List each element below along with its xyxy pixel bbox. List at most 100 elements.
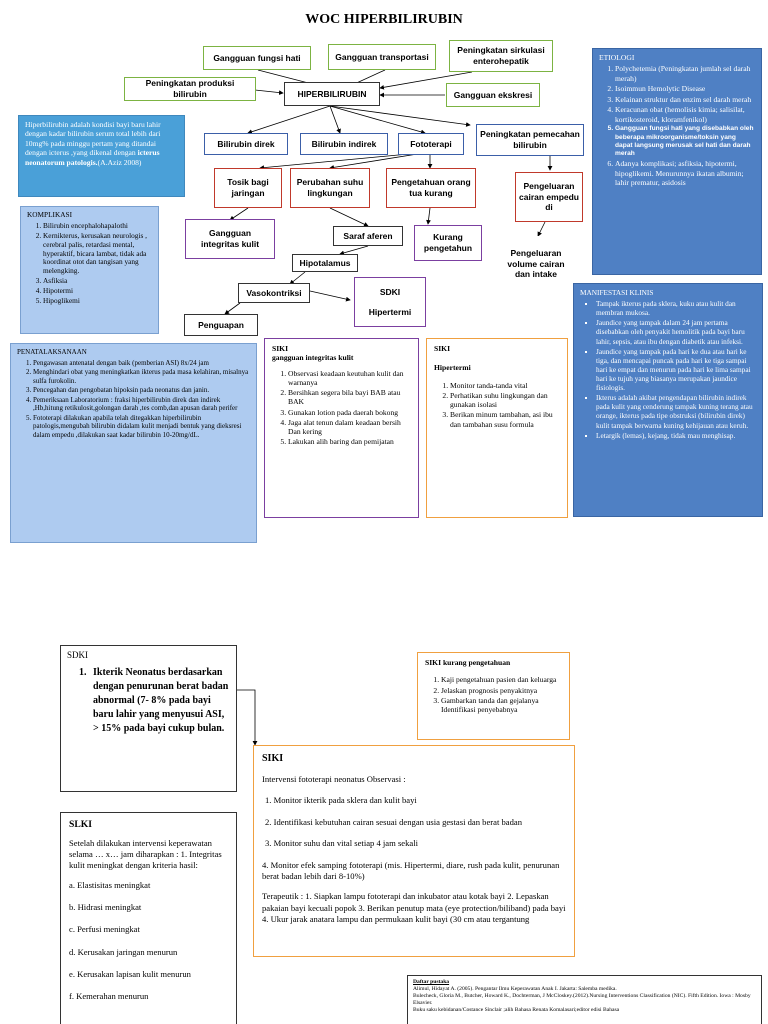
list-item: Letargik (lemas), kejang, tidak mau meng… — [596, 431, 756, 440]
manifestasi-box: MANIFESTASI KLINIS Tampak ikterus pada s… — [573, 283, 763, 517]
list-item: b. Hidrasi meningkat — [69, 902, 142, 913]
list-item: Kernikterus, kerusakan neurologis , cere… — [43, 231, 152, 276]
siki-integritas-box: SIKI gangguan integritas kulit Observasi… — [264, 338, 419, 518]
node-pengeluaran-volume: Pengeluaran volume cairan dan intake — [498, 236, 574, 292]
list-item: Gambarkan tanda dan gejalanya Identifika… — [441, 696, 562, 715]
list-item: Gangguan fungsi hati yang disebabkan ole… — [615, 125, 755, 158]
manifestasi-heading: MANIFESTASI KLINIS — [580, 288, 654, 297]
list-item: Pengawasan antenatal dengan baik (pember… — [33, 359, 250, 368]
komplikasi-heading: KOMPLIKASI — [27, 210, 72, 219]
list-item: Perhatikan suhu lingkungan dan gunakan i… — [450, 391, 560, 410]
page-title: WOC HIPERBILIRUBIN — [305, 12, 463, 27]
penatalaksanaan-box: PENATALAKSANAAN Pengawasan antenatal den… — [10, 343, 257, 543]
node-perubahan-suhu: Perubahan suhu lingkungan — [290, 168, 370, 208]
node-peningkatan-pemecahan: Peningkatan pemecahan bilirubin — [476, 124, 584, 156]
list-item: a. Elastisitas meningkat — [69, 879, 151, 890]
slki-heading: SLKI — [69, 819, 92, 830]
list-item: Lakukan alih baring dan pemijatan — [288, 437, 411, 446]
slki-intro: Setelah dilakukan intervensi keperawatan… — [69, 837, 222, 871]
list-item: f. Kemerahan menurun — [69, 991, 149, 1002]
siki-fototerapi-heading: SIKI — [262, 753, 284, 764]
node-saraf-aferen: Saraf aferen — [333, 226, 403, 246]
list-item: Pemeriksaan Laboratorium : fraksi hiperb… — [33, 396, 250, 413]
siki-hipertermi-heading: SIKI — [434, 344, 451, 353]
list-item: 2. Identifikasi kebutuhan cairan sesuai … — [265, 816, 523, 827]
list-item: Bilirubin encephalohapalothi — [43, 221, 152, 231]
node-gangguan-fungsi-hati: Gangguan fungsi hati — [203, 46, 311, 70]
list-item: Kaji pengetahuan pasien dan keluarga — [441, 675, 562, 684]
list-item: Berikan minum tambahan, asi ibu dan tamb… — [450, 410, 560, 429]
node-peningkatan-sirkulasi: Peningkatan sirkulasi enterohepatik — [449, 40, 553, 72]
node-peningkatan-produksi: Peningkatan produksi bilirubin — [124, 77, 256, 101]
node-pengeluaran-cairan: Pengeluaran cairan empedu di — [515, 172, 583, 222]
list-item: Fototerapi dilakukan apabila telah diteg… — [33, 414, 250, 440]
list-item: e. Kerusakan lapisan kulit menurun — [69, 969, 191, 980]
list-item: Jaundice yang tampak pada hari ke dua at… — [596, 347, 756, 393]
definition-text: Hiperbilirubin adalah kondisi bayi baru … — [25, 120, 161, 158]
node-gangguan-transportasi: Gangguan transportasi — [328, 44, 436, 70]
list-item: Polychetemia (Peningkatan jumlah sel dar… — [615, 64, 755, 83]
list-item: Jaundice yang tampak dalam 24 jam pertam… — [596, 318, 756, 345]
sdki-ikterik-heading: SDKI — [67, 650, 89, 660]
list-item: Hipotermi — [43, 286, 152, 296]
sdki-ikterik-text: 1. Ikterik Neonatus berdasarkan dengan p… — [79, 667, 229, 734]
node-vasokontriksi: Vasokontriksi — [238, 283, 310, 303]
node-bilirubin-indirek: Bilirubin indirek — [300, 133, 388, 155]
list-item: 1. Monitor ikterik pada sklera dan kulit… — [265, 795, 417, 806]
slki-box: SLKI Setelah dilakukan intervensi kepera… — [60, 812, 237, 1024]
list-item: Ikterus adalah akibat pengendapan biliru… — [596, 393, 756, 429]
pustaka-box: Daftar pustaka Alimul, Hidayat A. (2005)… — [407, 975, 762, 1024]
sdki-ikterik-value: Ikterik Neonatus berdasarkan dengan penu… — [93, 667, 229, 734]
list-item: d. Kerusakan jaringan menurun — [69, 946, 178, 957]
list-item: Hipoglikemi — [43, 296, 152, 306]
siki-pengetahuan-box: SIKI kurang pengetahuan Kaji pengetahuan… — [417, 652, 570, 740]
definition-citation: (A.Aziz 2008) — [97, 157, 142, 167]
siki-fototerapi-box: SIKI Intervensi fototerapi neonatus Obse… — [253, 745, 575, 957]
node-hiperbilirubin: HIPERBILIRUBIN — [284, 82, 380, 106]
list-item: Alimul, Hidayat A. (2005). Pengantar Ilm… — [413, 985, 617, 992]
list-item: Jaga alat tenun dalam keadaan bersih Dan… — [288, 418, 411, 437]
penatalaksanaan-heading: PENATALAKSANAAN — [17, 348, 87, 356]
list-item: Tampak ikterus pada sklera, kuku atau ku… — [596, 299, 756, 317]
node-kurang-pengetahun: Kurang pengetahun — [414, 225, 482, 261]
list-item: Kelainan struktur dan enzim sel darah me… — [615, 95, 755, 104]
siki-fototerapi-intro: Intervensi fototerapi neonatus Observasi… — [262, 773, 406, 784]
komplikasi-box: KOMPLIKASI Bilirubin encephalohapalothi … — [20, 206, 159, 334]
list-item: Terapeutik : 1. Siapkan lampu fototerapi… — [262, 891, 566, 925]
siki-hipertermi-subheading: Hipertermi — [434, 363, 471, 373]
list-item: Isoimmun Hemolytic Disease — [615, 84, 755, 93]
node-gangguan-integritas: Gangguan integritas kulit — [185, 219, 275, 259]
list-item: Observasi keadaan keutuhan kulit dan war… — [288, 369, 411, 388]
list-item: Jelaskan prognosis penyakitnya — [441, 686, 562, 695]
siki-hipertermi-box: SIKI Hipertermi Monitor tanda-tanda vita… — [426, 338, 568, 518]
list-item: Gunakan lotion pada daerah bokong — [288, 408, 411, 417]
node-sdki-hipertermi: SDKI Hipertermi — [354, 277, 426, 327]
definition-bold: icterus neonatorum patologis. — [25, 148, 160, 167]
list-item: Bersihkan segera bila bayi BAB atau BAK — [288, 388, 411, 407]
sdki-hipertermi-label: SDKI — [379, 286, 401, 297]
siki-integritas-heading: SIKI — [272, 344, 289, 353]
etiologi-box: ETIOLOGI Polychetemia (Peningkatan jumla… — [592, 48, 762, 275]
node-penguapan: Penguapan — [184, 314, 258, 336]
siki-pengetahuan-heading: SIKI kurang pengetahuan — [425, 658, 511, 667]
node-gangguan-ekskresi: Gangguan ekskresi — [446, 83, 540, 107]
sdki-ikterik-box: SDKI 1. Ikterik Neonatus berdasarkan den… — [60, 645, 237, 792]
list-item: 3. Monitor suhu dan vital setiap 4 jam s… — [265, 838, 418, 849]
list-item: Asfiksia — [43, 276, 152, 286]
list-item: Pencegahan dan pengobatan hipoksin pada … — [33, 386, 250, 395]
siki-integritas-subheading: gangguan integritas kulit — [272, 353, 354, 363]
definition-box: Hiperbilirubin adalah kondisi bayi baru … — [18, 115, 185, 197]
node-bilirubin-direk: Bilirubin direk — [204, 133, 288, 155]
list-item: Buku saku kebidanan/Costance Sinclair ;a… — [413, 1006, 620, 1013]
list-item: Monitor tanda-tanda vital — [450, 381, 560, 390]
etiologi-heading: ETIOLOGI — [599, 53, 635, 62]
pustaka-heading: Daftar pustaka — [413, 979, 450, 985]
sdki-hipertermi-value: Hipertermi — [368, 306, 412, 317]
list-item: Keracunan obat (hemolisis kimia; salisil… — [615, 105, 755, 124]
list-item: Adanya komplikasi; asfiksia, hipotermi, … — [615, 159, 755, 187]
list-item: Bulecheck, Gloria M., Butcher, Howard K.… — [413, 992, 751, 1006]
node-fototerapi: Fototerapi — [398, 133, 464, 155]
list-item: 4. Monitor efek samping fototerapi (mis.… — [262, 859, 560, 882]
list-item: Menghindari obat yang meningkatkan ikter… — [33, 368, 250, 385]
node-hipotalamus: Hipotalamus — [292, 254, 358, 272]
